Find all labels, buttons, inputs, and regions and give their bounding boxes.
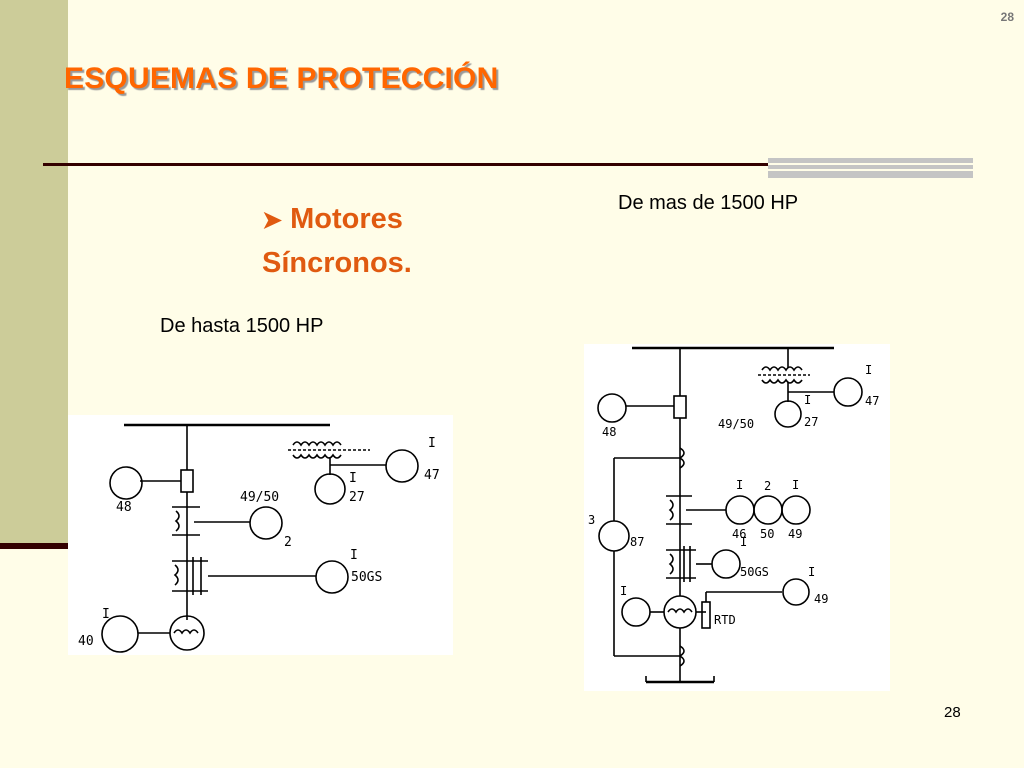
label-49: 49 [788, 527, 802, 541]
mark-c: I [350, 548, 358, 563]
page-number-top: 28 [1000, 10, 1014, 24]
label-2: 2 [764, 479, 771, 493]
bullet-item: ➤Motores Síncronos. [262, 198, 462, 284]
label-2: 2 [284, 535, 292, 550]
slide-title: ESQUEMAS DE PROTECCIÓN [64, 62, 499, 95]
relay-27-circle [314, 473, 346, 505]
label-50: 50 [760, 527, 774, 541]
label-40: 40 [78, 634, 94, 649]
relay-27-circle [774, 400, 802, 428]
diagram-right: 48 49/50 47 I 27 I 3 87 I 2 I 46 50 49 5… [584, 344, 890, 691]
motor-circle [169, 615, 205, 651]
bullet-text: Motores Síncronos. [262, 203, 412, 279]
diagram-left-svg: 48 49/50 2 47 I 27 I 50GS I 40 I [78, 423, 440, 653]
title-rule-accent [768, 158, 973, 178]
caption-left: De hasta 1500 HP [160, 315, 324, 337]
relay-40-circle [101, 615, 139, 653]
breaker [180, 469, 194, 493]
relay-46-circle [725, 495, 755, 525]
page-number: 28 [944, 704, 961, 721]
title-rule [43, 163, 973, 166]
relay-47-circle [833, 377, 863, 407]
label-50gs: 50GS [740, 565, 769, 579]
label-47: 47 [424, 468, 440, 483]
ct-3 [668, 553, 674, 575]
breaker [673, 395, 687, 419]
label-48: 48 [602, 425, 616, 439]
mark-b: I [349, 471, 357, 486]
label-4950: 49/50 [718, 417, 754, 431]
mark-a: I [865, 363, 872, 377]
ct-87-bottom [678, 645, 685, 667]
label-4950: 49/50 [240, 490, 279, 505]
relay-49-circle [781, 495, 811, 525]
mark-d: I [102, 607, 110, 622]
label-50gs: 50GS [351, 570, 382, 585]
label-rtd: RTD [714, 613, 736, 627]
ct-2 [173, 564, 179, 586]
pt-coil-top [761, 366, 803, 372]
ct-2 [668, 499, 674, 521]
label-48: 48 [116, 500, 132, 515]
mark-e: I [740, 535, 747, 549]
caption-right: De mas de 1500 HP [618, 192, 799, 214]
relay-49b-circle [782, 578, 810, 606]
relay-87-circle [598, 520, 630, 552]
sidebar-divider [0, 543, 70, 549]
mark-b: I [804, 393, 811, 407]
label-27: 27 [349, 490, 365, 505]
motor-winding [667, 608, 693, 614]
diagram-right-svg: 48 49/50 47 I 27 I 3 87 I 2 I 46 50 49 5… [588, 346, 879, 684]
relay-48-circle [109, 466, 143, 500]
label-46: 46 [732, 527, 746, 541]
relay-50gs-circle [315, 560, 349, 594]
mark-d: I [792, 478, 799, 492]
pt-coil-bottom [292, 453, 342, 459]
sidebar-band [0, 0, 68, 548]
relay-48-circle [597, 393, 627, 423]
arrowhead-bullet-icon: ➤ [262, 207, 283, 234]
label-49b: 49 [814, 592, 828, 606]
mark-a: I [428, 436, 436, 451]
rtd-element [701, 601, 711, 629]
relay-47-circle [385, 449, 419, 483]
relay-4950-circle [249, 506, 283, 540]
ct-1 [174, 510, 180, 532]
mark-g: I [620, 584, 627, 598]
label-47: 47 [865, 394, 879, 408]
label-87: 87 [630, 535, 644, 549]
relay-50gs-circle [711, 549, 741, 579]
pt-coil-top [292, 441, 342, 447]
pt-coil-bottom [761, 378, 803, 384]
label-27: 27 [804, 415, 818, 429]
relay-motor-circle [621, 597, 651, 627]
motor-winding [173, 629, 199, 635]
relay-50-circle [753, 495, 783, 525]
mark-f: I [808, 565, 815, 579]
mark-c: I [736, 478, 743, 492]
diagram-left: 48 49/50 2 47 I 27 I 50GS I 40 I [68, 415, 453, 655]
label-3: 3 [588, 513, 595, 527]
